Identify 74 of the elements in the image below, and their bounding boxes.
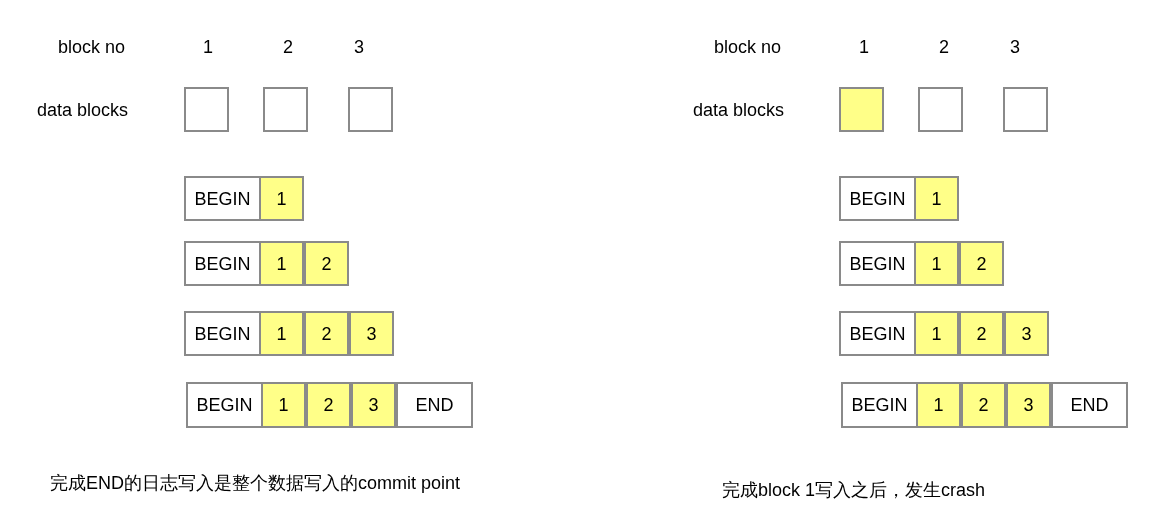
log-cell: [184, 311, 261, 356]
cell-text: 2: [976, 324, 987, 343]
log-cell: [259, 176, 304, 221]
block-number: 1: [203, 38, 213, 56]
block-number: 3: [1010, 38, 1020, 56]
row-label: block no: [714, 38, 782, 56]
log-cell: [396, 382, 473, 428]
cell-text: 2: [976, 254, 987, 273]
log-cell: [841, 382, 918, 428]
log-cell: [306, 382, 351, 428]
cell-text: 3: [1021, 324, 1032, 343]
cell-text: 1: [931, 324, 942, 343]
log-cell: [1051, 382, 1128, 428]
log-cell: [916, 382, 961, 428]
cell-text: BEGIN: [849, 189, 906, 208]
log-cell: [914, 176, 959, 221]
cell-text: 2: [321, 324, 332, 343]
log-cell: [839, 311, 916, 356]
block-number: 1: [859, 38, 869, 56]
log-cell: [261, 382, 306, 428]
block-number: 2: [939, 38, 949, 56]
cell-text: 2: [323, 396, 334, 414]
log-cell: [304, 241, 349, 286]
cell-text: BEGIN: [851, 396, 908, 414]
cell-text: 3: [366, 324, 377, 343]
cell-text: 1: [931, 189, 942, 208]
cell-text: BEGIN: [849, 254, 906, 273]
data-block-box: [348, 87, 393, 132]
log-cell: [959, 241, 1004, 286]
cell-text: 1: [931, 254, 942, 273]
cell-text: 3: [1023, 396, 1034, 414]
cell-text: 3: [368, 396, 379, 414]
caption-text: 完成block 1写入之后，发生crash: [722, 481, 986, 499]
data-block-box: [263, 87, 308, 132]
log-cell: [914, 311, 959, 356]
cell-text: BEGIN: [194, 324, 251, 343]
log-cell: [184, 176, 261, 221]
log-cell: [839, 241, 916, 286]
cell-text: BEGIN: [194, 254, 251, 273]
log-cell: [351, 382, 396, 428]
log-cell: [961, 382, 1006, 428]
data-block-box: [918, 87, 963, 132]
log-cell: [259, 241, 304, 286]
data-block-box: [839, 87, 884, 132]
cell-text: 1: [276, 189, 287, 208]
log-cell: [259, 311, 304, 356]
log-cell: [914, 241, 959, 286]
log-cell: [839, 176, 916, 221]
log-cell: [1006, 382, 1051, 428]
log-cell: [959, 311, 1004, 356]
cell-text: BEGIN: [194, 189, 251, 208]
row-label: data blocks: [693, 101, 785, 119]
log-cell: [186, 382, 263, 428]
cell-text: 1: [933, 396, 944, 414]
cell-text: 1: [278, 396, 289, 414]
data-block-box: [1003, 87, 1048, 132]
cell-text: 1: [276, 254, 287, 273]
block-number: 2: [283, 38, 293, 56]
log-cell: [184, 241, 261, 286]
data-block-box: [184, 87, 229, 132]
cell-text: END: [415, 396, 454, 414]
cell-text: BEGIN: [849, 324, 906, 343]
cell-text: 2: [978, 396, 989, 414]
cell-text: BEGIN: [196, 396, 253, 414]
log-cell: [304, 311, 349, 356]
cell-text: 2: [321, 254, 332, 273]
cell-text: END: [1070, 396, 1109, 414]
log-cell: [1004, 311, 1049, 356]
log-cell: [349, 311, 394, 356]
cell-text: 1: [276, 324, 287, 343]
row-label: data blocks: [37, 101, 129, 119]
caption-text: 完成END的日志写入是整个数据写入的commit point: [50, 474, 461, 492]
block-number: 3: [354, 38, 364, 56]
row-label: block no: [58, 38, 126, 56]
